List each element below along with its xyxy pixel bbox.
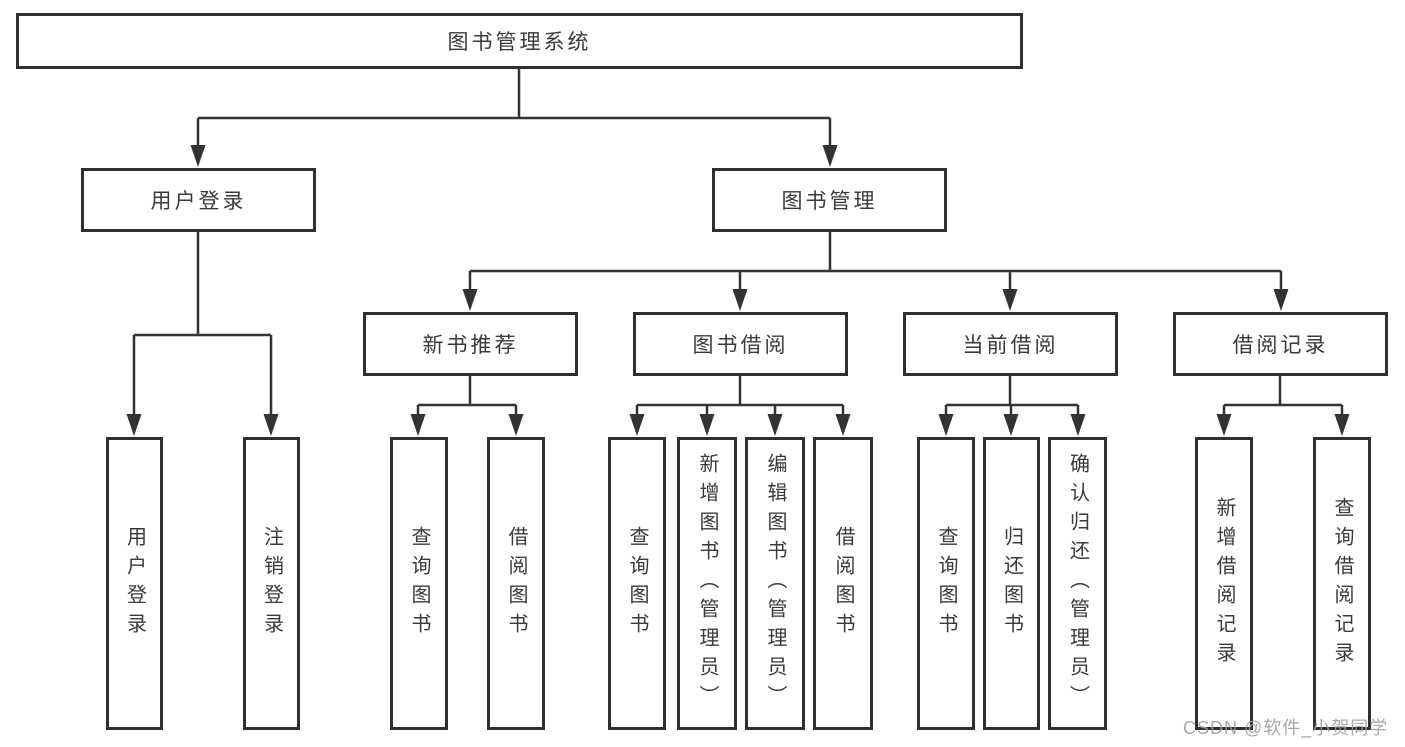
node-label: 当前借阅 <box>962 334 1059 357</box>
leaf-confirm-return-admin: 确认归还（管理员） <box>1048 437 1107 730</box>
node-label: 新增借阅记录 <box>1213 496 1235 671</box>
leaf-add-borrow-record: 新增借阅记录 <box>1195 437 1253 730</box>
node-label: 图书管理系统 <box>447 31 592 54</box>
node-label: 借阅记录 <box>1232 334 1329 357</box>
node-label: 编辑图书（管理员） <box>764 453 786 714</box>
node-label: 新书推荐 <box>422 334 519 357</box>
node-label: 借阅图书 <box>832 525 854 642</box>
leaf-edit-book-admin: 编辑图书（管理员） <box>745 437 805 730</box>
leaf-query-books: 查询图书 <box>917 437 975 730</box>
leaf-borrow-books: 借阅图书 <box>487 437 545 730</box>
leaf-logout-login: 注销登录 <box>243 437 300 730</box>
csdn-watermark: CSDN @软件_小贺同学 <box>1183 718 1389 738</box>
node-label: 注销登录 <box>260 525 283 642</box>
node-label: 查询图书 <box>935 525 957 642</box>
leaf-query-books: 查询图书 <box>608 437 666 730</box>
leaf-query-books: 查询图书 <box>390 437 448 730</box>
leaf-query-borrow-record: 查询借阅记录 <box>1313 437 1371 730</box>
node-label: 图书管理 <box>781 190 878 213</box>
node-label: 新增图书（管理员） <box>696 453 718 714</box>
node-label: 图书借阅 <box>692 334 789 357</box>
node-label: 用户登录 <box>150 190 247 213</box>
leaf-return-books: 归还图书 <box>983 437 1040 730</box>
node-current-borrowing: 当前借阅 <box>903 312 1118 376</box>
node-new-book-recommend: 新书推荐 <box>363 312 578 376</box>
node-label: 确认归还（管理员） <box>1066 453 1089 714</box>
node-label: 用户登录 <box>123 525 146 642</box>
node-book-borrowing: 图书借阅 <box>633 312 848 376</box>
leaf-borrow-books: 借阅图书 <box>813 437 873 730</box>
node-label: 查询图书 <box>626 525 648 642</box>
node-book-management: 图书管理 <box>712 168 947 232</box>
node-label: 借阅图书 <box>505 525 527 642</box>
leaf-user-login: 用户登录 <box>106 437 163 730</box>
node-label: 查询借阅记录 <box>1331 496 1353 671</box>
node-borrow-records: 借阅记录 <box>1173 312 1388 376</box>
node-label: 查询图书 <box>408 525 430 642</box>
node-label: 归还图书 <box>1000 525 1023 642</box>
leaf-add-book-admin: 新增图书（管理员） <box>677 437 737 730</box>
node-library-system: 图书管理系统 <box>16 13 1023 69</box>
node-user-login-group: 用户登录 <box>81 168 316 232</box>
